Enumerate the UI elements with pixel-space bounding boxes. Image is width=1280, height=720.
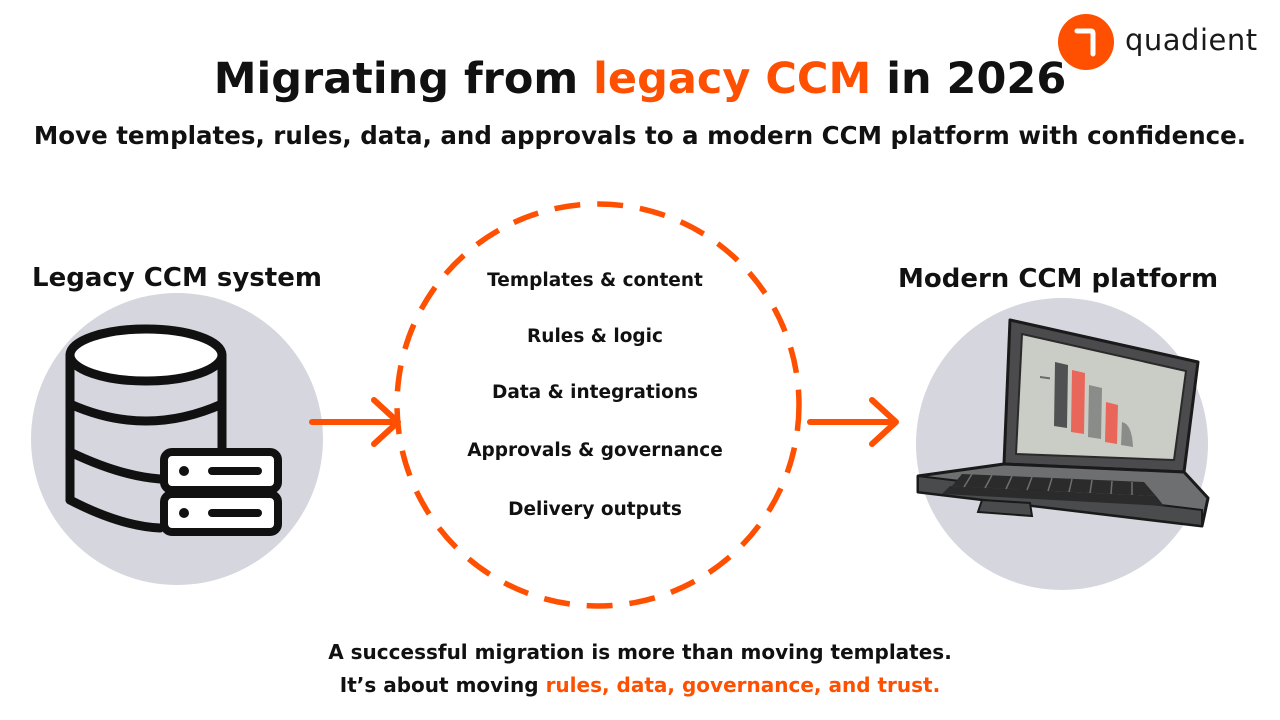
laptop-chart-icon	[916, 318, 1210, 528]
footer-line-2-prefix: It’s about moving	[339, 673, 546, 697]
page-subtitle: Move templates, rules, data, and approva…	[33, 121, 1247, 150]
migration-dashed-circle	[394, 201, 802, 609]
migration-item: Approvals & governance	[467, 440, 723, 461]
migration-item: Rules & logic	[527, 326, 663, 347]
footer-line-1: A successful migration is more than movi…	[328, 640, 952, 664]
title-prefix: Migrating from	[213, 54, 594, 104]
database-server-icon	[65, 324, 282, 536]
legacy-system-label: Legacy CCM system	[32, 263, 322, 293]
arrow-right-icon	[807, 397, 899, 447]
page-title: Migrating from legacy CCM in 2026	[0, 54, 1280, 104]
quadient-logo-icon	[1058, 14, 1114, 70]
quadient-logo: quadient	[1058, 14, 1268, 72]
migration-item: Delivery outputs	[508, 499, 682, 520]
migration-item: Data & integrations	[491, 382, 698, 403]
modern-platform-label: Modern CCM platform	[898, 264, 1219, 294]
footer-line-2: It’s about moving rules, data, governanc…	[0, 673, 1280, 697]
logo-wordmark: quadient	[1125, 23, 1258, 57]
title-highlight: legacy CCM	[593, 54, 872, 104]
migration-item: Templates & content	[487, 270, 703, 291]
title-suffix: in 2026	[871, 54, 1067, 104]
footer-line-2-highlight: rules, data, governance, and trust.	[545, 673, 941, 697]
